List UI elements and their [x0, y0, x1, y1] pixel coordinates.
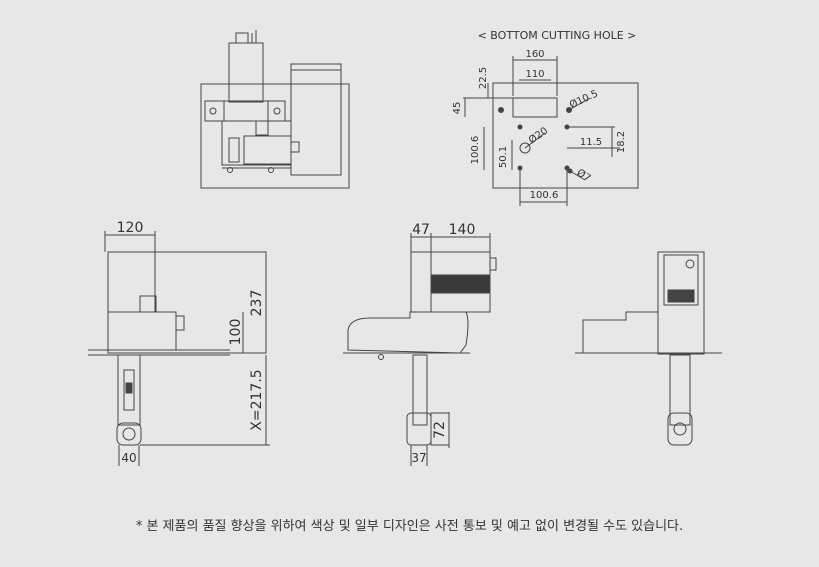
dim-37: 37 [411, 451, 426, 465]
disclaimer-note: * 본 제품의 품질 향상을 위하여 색상 및 일부 디자인은 사전 통보 및 … [135, 519, 684, 534]
side-view: 47 140 72 37 [343, 222, 497, 466]
dim-18-2: 18.2 [616, 131, 627, 153]
rear-view-column [669, 354, 691, 426]
hole-center [519, 142, 531, 154]
top-view-cap [235, 32, 249, 44]
side-view-knob [489, 257, 497, 271]
side-view-dark-band [430, 274, 491, 294]
dim-100-6-vertical: 100.6 [470, 136, 481, 165]
front-view-tab [175, 315, 185, 331]
top-view [200, 30, 350, 189]
top-view-knob [290, 141, 300, 153]
front-view-upper-box [107, 251, 156, 313]
dim-d20: Ø20 [526, 125, 550, 147]
front-view: 120 237 100 X=217.5 40 [88, 220, 270, 466]
top-view-hole [209, 107, 217, 115]
cutting-hole-view: < BOTTOM CUTTING HOLE > 160 110 22.5 45 … [452, 29, 639, 206]
leader-10-5 [568, 97, 591, 111]
leader-7 [569, 170, 586, 181]
dim-160: 160 [525, 49, 544, 60]
front-view-bracket [139, 295, 157, 313]
hole-3 [517, 165, 523, 171]
top-view-hole-4 [268, 167, 274, 173]
top-view-tall-box [228, 42, 264, 103]
front-view-column [117, 354, 141, 426]
dim-11-5: 11.5 [580, 137, 602, 148]
rear-view-panel [657, 251, 705, 355]
top-view-inner-box [243, 135, 292, 165]
dim-140: 140 [449, 222, 476, 238]
top-view-slot [228, 137, 240, 163]
leader-20 [524, 132, 546, 149]
front-view-column-slot [123, 369, 135, 411]
dim-d10-5: Ø10.5 [568, 87, 600, 111]
dim-100: 100 [228, 319, 244, 346]
side-view-tower [410, 251, 432, 313]
top-view-flange [204, 100, 286, 122]
rear-view-wheel [667, 412, 693, 446]
side-view-body [347, 311, 469, 354]
hole-tl [498, 107, 504, 113]
rear-view [575, 251, 722, 446]
rear-view-wheel-hub [673, 422, 687, 436]
top-view-hole-2 [273, 107, 281, 115]
dim-47: 47 [412, 222, 430, 238]
dim-120: 120 [117, 220, 144, 236]
front-view-column-mark [125, 382, 133, 394]
cutout-rect [512, 97, 558, 118]
rear-view-control-box [663, 254, 699, 306]
rear-view-body [582, 311, 659, 354]
dim-100-6-horizontal: 100.6 [530, 190, 559, 201]
dim-237: 237 [249, 290, 265, 317]
front-view-wheel [116, 422, 142, 446]
dim-40: 40 [121, 451, 136, 465]
dim-110: 110 [525, 69, 544, 80]
top-view-hole-3 [227, 167, 233, 173]
top-view-nub [255, 120, 269, 136]
top-view-plate [200, 83, 350, 189]
hole-1 [517, 124, 523, 130]
top-view-flange-center [223, 100, 269, 122]
dim-22-5: 22.5 [478, 67, 489, 89]
dim-72: 72 [432, 421, 448, 439]
dim-45: 45 [452, 102, 463, 115]
rear-view-terminal [667, 289, 695, 303]
dim-d7: Ø7 [574, 167, 593, 185]
cutting-plate [492, 82, 639, 189]
side-view-column [412, 354, 428, 426]
dim-x-217-5: X=217.5 [249, 369, 265, 430]
front-view-body [107, 311, 177, 351]
cutting-hole-title: < BOTTOM CUTTING HOLE > [478, 29, 637, 42]
dim-50-1: 50.1 [498, 146, 509, 168]
side-view-bolt [378, 354, 384, 360]
rear-view-dial [685, 259, 695, 269]
front-view-wheel-hub [122, 427, 136, 441]
top-view-side-block [290, 63, 342, 176]
